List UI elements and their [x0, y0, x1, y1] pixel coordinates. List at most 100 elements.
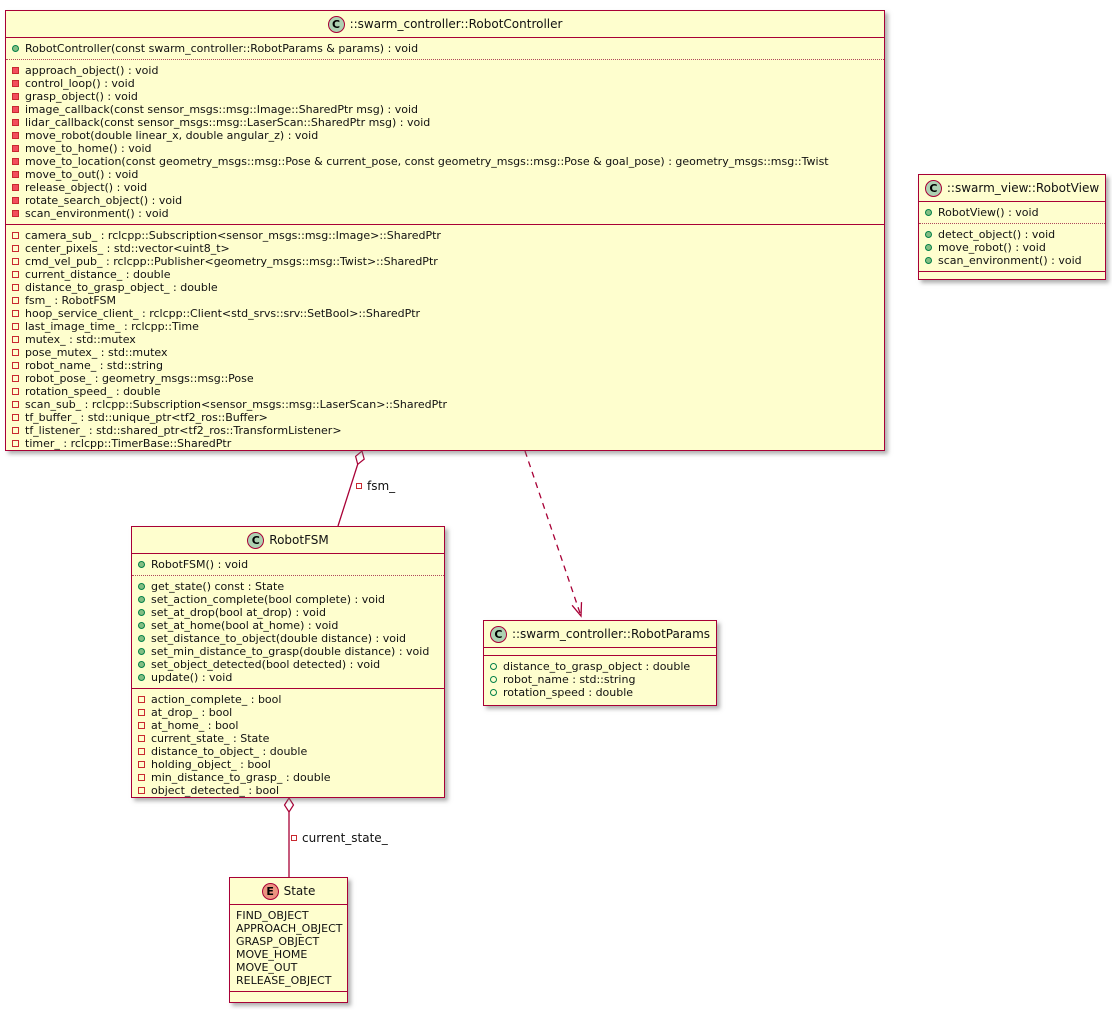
member-text: RobotFSM() : void	[151, 558, 249, 571]
member-row: GRASP_OBJECT	[236, 935, 341, 948]
member-row: holding_object_ : bool	[138, 758, 438, 771]
member-row: pose_mutex_ : std::mutex	[12, 346, 878, 359]
member-row: camera_sub_ : rclcpp::Subscription<senso…	[12, 229, 878, 242]
member-row: lidar_callback(const sensor_msgs::msg::L…	[12, 116, 878, 129]
edge-label-text: fsm_	[367, 479, 396, 493]
member-text: pose_mutex_ : std::mutex	[25, 346, 168, 359]
member-row: MOVE_OUT	[236, 961, 341, 974]
member-row: control_loop() : void	[12, 77, 878, 90]
member-text: distance_to_grasp_object : double	[503, 660, 691, 673]
constructor-section: RobotView() : void	[919, 202, 1105, 223]
class-members: RobotView() : void detect_object() : void…	[919, 202, 1105, 279]
class-box-robot-controller: C ::swarm_controller::RobotController Ro…	[5, 10, 885, 451]
private-field-icon	[356, 483, 362, 489]
member-row: get_state() const : State	[138, 580, 438, 593]
method-public-icon	[12, 45, 19, 52]
member-row: RobotFSM() : void	[138, 558, 438, 571]
method-private-icon	[12, 106, 19, 113]
method-private-icon	[12, 80, 19, 87]
member-row: release_object() : void	[12, 181, 878, 194]
edge-label-fsm: fsm_	[356, 479, 395, 493]
member-row: min_distance_to_grasp_ : double	[138, 771, 438, 784]
member-row: at_drop_ : bool	[138, 706, 438, 719]
member-row: set_distance_to_object(double distance) …	[138, 632, 438, 645]
class-stereotype-icon: C	[247, 532, 265, 549]
member-text: move_to_home() : void	[25, 142, 152, 155]
member-row: RobotView() : void	[925, 206, 1099, 219]
field-private-icon	[12, 284, 19, 291]
method-public-icon	[138, 635, 145, 642]
member-text: distance_to_grasp_object_ : double	[25, 281, 218, 294]
member-row: timer_ : rclcpp::TimerBase::SharedPtr	[12, 437, 878, 450]
method-public-icon	[138, 561, 145, 568]
field-private-icon	[12, 427, 19, 434]
method-private-icon	[12, 67, 19, 74]
field-private-icon	[138, 774, 145, 781]
member-row: set_at_home(bool at_home) : void	[138, 619, 438, 632]
member-row: RobotController(const swarm_controller::…	[12, 42, 878, 55]
field-private-icon	[138, 761, 145, 768]
member-row: set_object_detected(bool detected) : voi…	[138, 658, 438, 671]
member-row: set_at_drop(bool at_drop) : void	[138, 606, 438, 619]
class-stereotype-icon: C	[327, 16, 345, 33]
member-text: approach_object() : void	[25, 64, 159, 77]
member-text: at_home_ : bool	[151, 719, 239, 732]
member-row: MOVE_HOME	[236, 948, 341, 961]
member-text: scan_environment() : void	[25, 207, 169, 220]
constructor-section: RobotController(const swarm_controller::…	[6, 38, 884, 59]
member-text: rotation_speed : double	[503, 686, 634, 699]
member-text: lidar_callback(const sensor_msgs::msg::L…	[25, 116, 431, 129]
method-public-icon	[138, 661, 145, 668]
member-text: move_robot(double linear_x, double angul…	[25, 129, 319, 142]
member-text: robot_pose_ : geometry_msgs::msg::Pose	[25, 372, 254, 385]
member-text: release_object() : void	[25, 181, 148, 194]
member-row: robot_pose_ : geometry_msgs::msg::Pose	[12, 372, 878, 385]
method-public-icon	[138, 648, 145, 655]
field-private-icon	[138, 735, 145, 742]
member-text: cmd_vel_pub_ : rclcpp::Publisher<geometr…	[25, 255, 438, 268]
member-text: min_distance_to_grasp_ : double	[151, 771, 331, 784]
member-row: move_to_out() : void	[12, 168, 878, 181]
field-private-icon	[12, 349, 19, 356]
member-row: mutex_ : std::mutex	[12, 333, 878, 346]
field-private-icon	[12, 440, 19, 447]
member-text: move_to_out() : void	[25, 168, 139, 181]
member-row: action_complete_ : bool	[138, 693, 438, 706]
member-row: APPROACH_OBJECT	[236, 922, 342, 935]
member-row: move_to_home() : void	[12, 142, 878, 155]
field-private-icon	[12, 388, 19, 395]
field-private-icon	[12, 310, 19, 317]
method-public-icon	[138, 609, 145, 616]
member-row: distance_to_grasp_object : double	[490, 660, 710, 673]
member-text: set_at_home(bool at_home) : void	[151, 619, 339, 632]
field-private-icon	[138, 696, 145, 703]
member-row: set_min_distance_to_grasp(double distanc…	[138, 645, 438, 658]
fields-section: camera_sub_ : rclcpp::Subscription<senso…	[6, 224, 884, 454]
member-text: FIND_OBJECT	[236, 909, 309, 922]
method-public-icon	[138, 622, 145, 629]
member-row: detect_object() : void	[925, 228, 1099, 241]
member-text: scan_environment() : void	[938, 254, 1082, 267]
member-row: distance_to_object_ : double	[138, 745, 438, 758]
member-text: object_detected_ : bool	[151, 784, 280, 797]
member-text: tf_listener_ : std::shared_ptr<tf2_ros::…	[25, 424, 342, 437]
member-text: holding_object_ : bool	[151, 758, 271, 771]
member-text: set_min_distance_to_grasp(double distanc…	[151, 645, 430, 658]
method-private-icon	[12, 210, 19, 217]
member-text: set_at_drop(bool at_drop) : void	[151, 606, 326, 619]
class-title: ::swarm_view::RobotView	[946, 181, 1100, 195]
member-text: scan_sub_ : rclcpp::Subscription<sensor_…	[25, 398, 448, 411]
member-text: grasp_object() : void	[25, 90, 138, 103]
method-private-icon	[12, 119, 19, 126]
member-row: rotation_speed_ : double	[12, 385, 878, 398]
member-row: tf_listener_ : std::shared_ptr<tf2_ros::…	[12, 424, 878, 437]
member-row: grasp_object() : void	[12, 90, 878, 103]
member-row: cmd_vel_pub_ : rclcpp::Publisher<geometr…	[12, 255, 878, 268]
member-text: hoop_service_client_ : rclcpp::Client<st…	[25, 307, 421, 320]
member-row: current_distance_ : double	[12, 268, 878, 281]
member-row: update() : void	[138, 671, 438, 684]
